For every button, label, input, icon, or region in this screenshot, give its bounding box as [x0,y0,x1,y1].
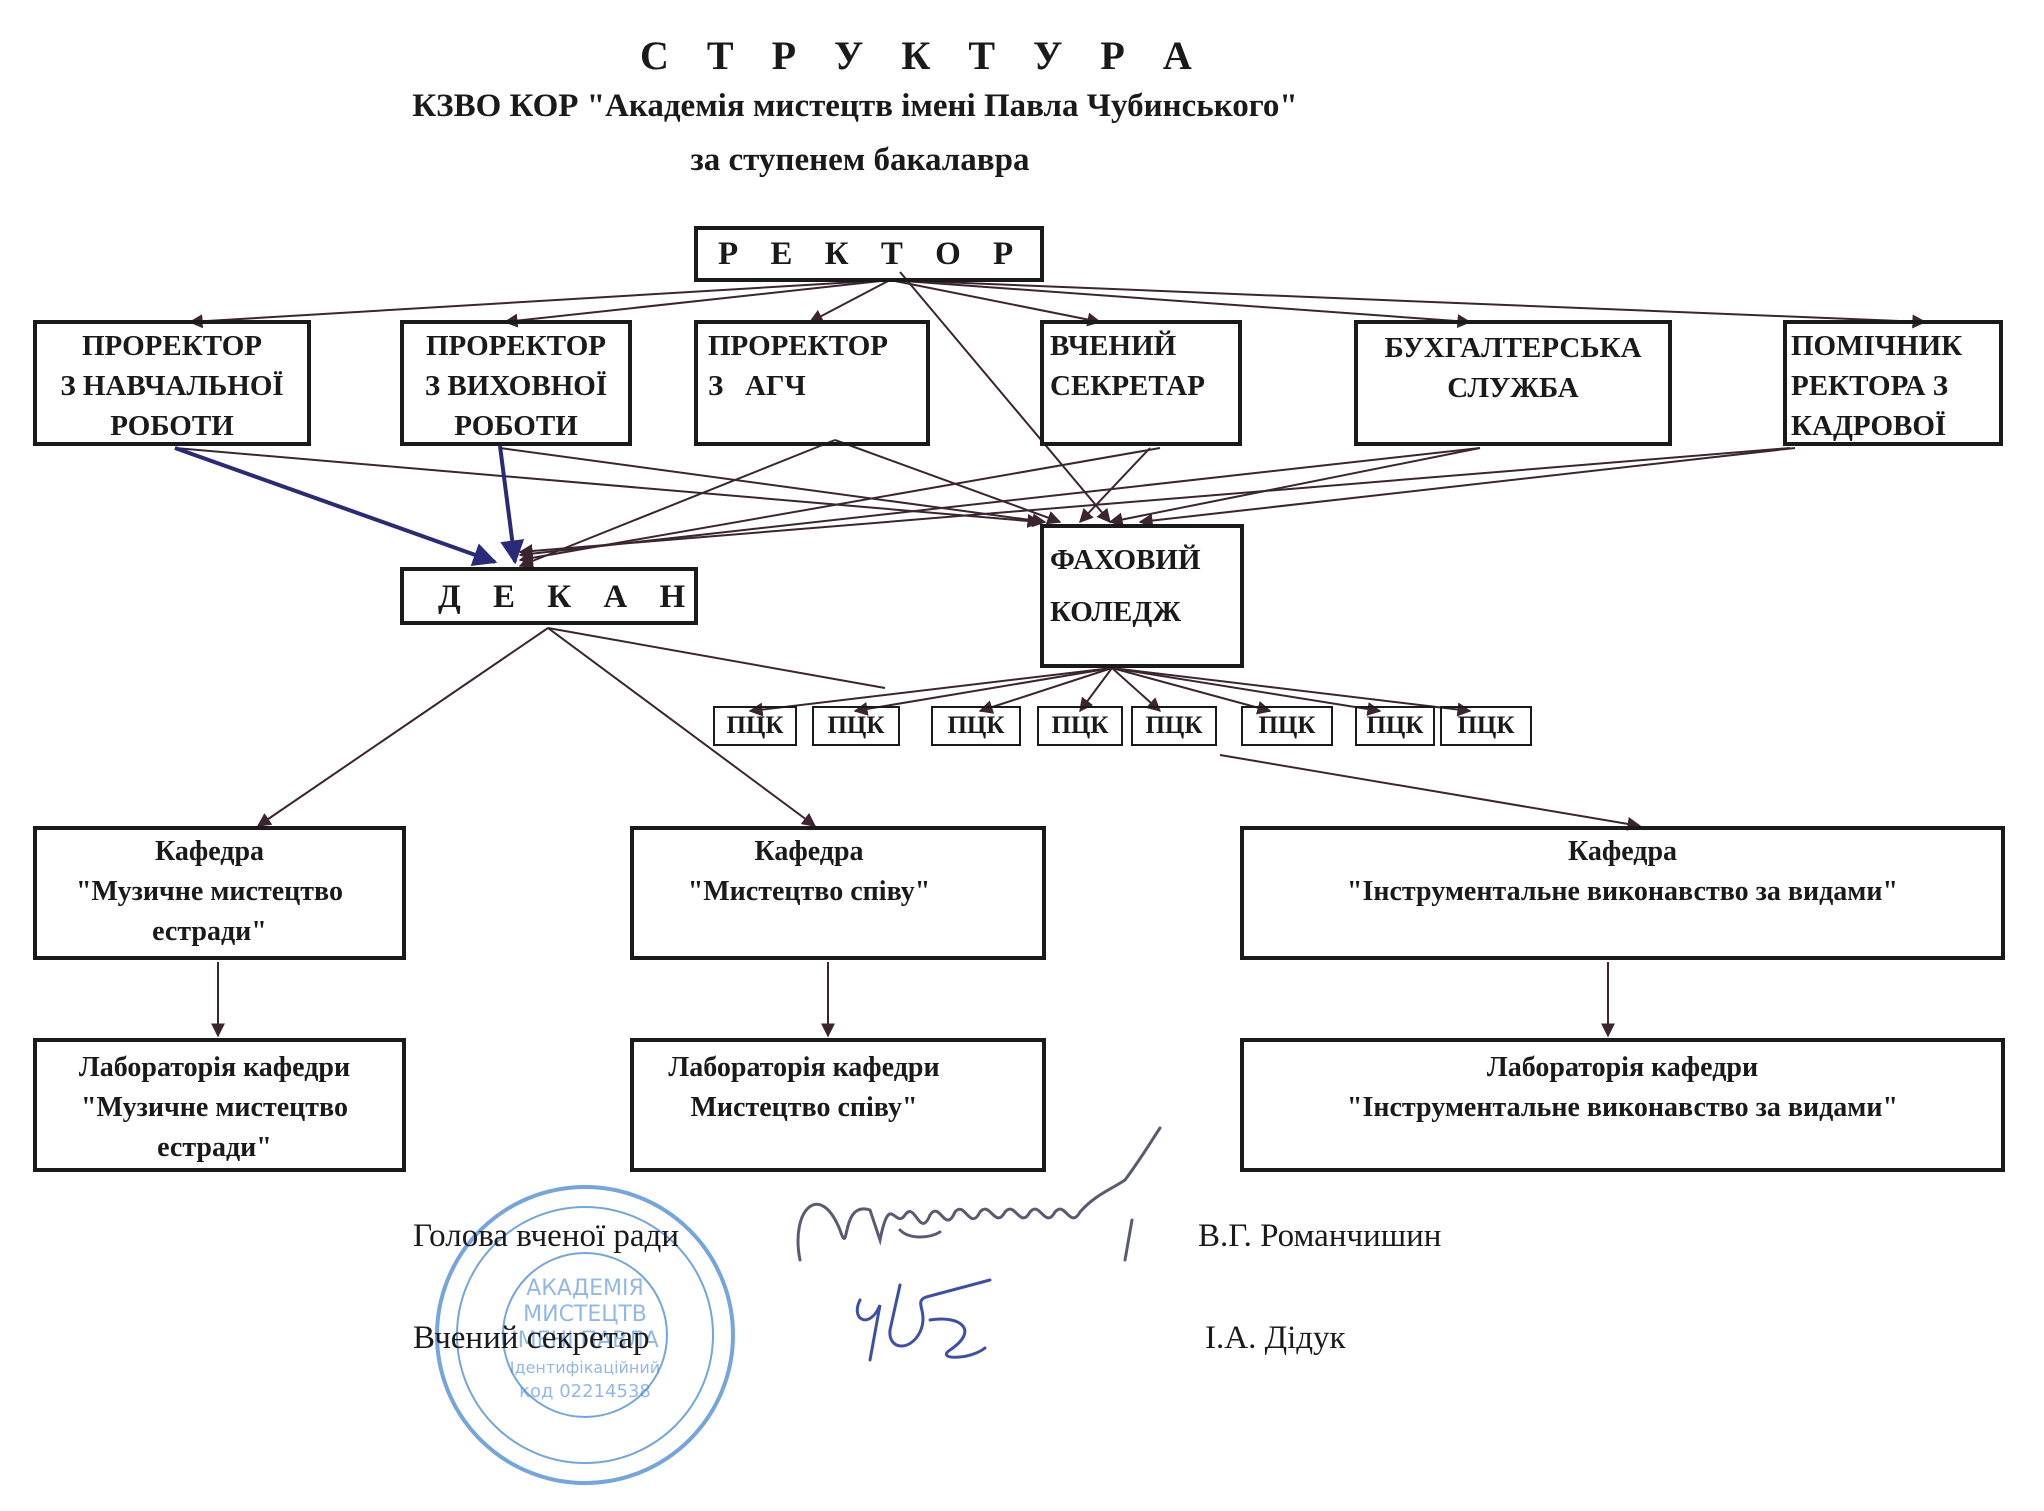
pck-box: ПЦК [1440,706,1532,746]
secretary-label: Вчений секретар [413,1320,650,1356]
dept-singing-node: Кафедра "Мистецтво співу" [630,826,1046,960]
pck-box: ПЦК [1355,706,1435,746]
chair-signature [796,1126,1162,1262]
lab-instrumental-node: Лабораторія кафедри "Інструментальне вик… [1240,1038,2005,1172]
pck-box: ПЦК [1037,706,1123,746]
lab-pop-music-label: Лабораторія кафедри "Музичне мистецтво е… [78,1052,351,1163]
accounting-label: БУХГАЛТЕРСЬКА СЛУЖБА [1384,332,1642,404]
lab-singing-label: Лабораторія кафедри Мистецтво співу" [668,1052,940,1123]
prorector-educational-node: ПРОРЕКТОР З НАВЧАЛЬНОЇ РОБОТИ [33,320,311,446]
prorector-agch-node: ПРОРЕКТОР З АГЧ [694,320,930,446]
lab-instrumental-label: Лабораторія кафедри "Інструментальне вик… [1346,1052,1899,1123]
scientific-secretary-label: ВЧЕНИЙ СЕКРЕТАР [1050,330,1205,402]
prorector-upbringing-label: ПРОРЕКТОР З ВИХОВНОЇ РОБОТИ [424,330,608,442]
accounting-node: БУХГАЛТЕРСЬКА СЛУЖБА [1354,320,1672,446]
diagram-subtitle: КЗВО КОР "Академія мистецтв імені Павла … [412,88,1298,124]
svg-text:код 02214538: код 02214538 [519,1381,651,1402]
hr-assistant-node: ПОМІЧНИК РЕКТОРА З КАДРОВОЇ [1783,320,2003,446]
chair-label: Голова вченої ради [413,1218,679,1254]
college-label: ФАХОВИЙ КОЛЕДЖ [1050,544,1201,628]
prorector-educational-label: ПРОРЕКТОР З НАВЧАЛЬНОЇ РОБОТИ [60,330,284,442]
svg-text:АКАДЕМІЯ: АКАДЕМІЯ [526,1276,644,1301]
prorector-upbringing-node: ПРОРЕКТОР З ВИХОВНОЇ РОБОТИ [400,320,632,446]
pck-box: ПЦК [931,706,1021,746]
chair-name: В.Г. Романчишин [1198,1218,1442,1254]
scientific-secretary-node: ВЧЕНИЙ СЕКРЕТАР [1040,320,1242,446]
dept-pop-music-label: Кафедра "Музичне мистецтво естради" [76,836,343,947]
prorector-agch-label: ПРОРЕКТОР З АГЧ [708,330,888,402]
dean-node: Д Е К А Н [400,567,698,625]
pck-box: ПЦК [1241,706,1333,746]
secretary-name: І.А. Дідук [1205,1320,1346,1356]
rector-node: Р Е К Т О Р [694,226,1044,282]
pck-box: ПЦК [713,706,797,746]
college-node: ФАХОВИЙ КОЛЕДЖ [1040,524,1244,668]
lab-pop-music-node: Лабораторія кафедри "Музичне мистецтво е… [33,1038,406,1172]
diagram-level: за ступенем бакалавра [690,142,1030,178]
dept-pop-music-node: Кафедра "Музичне мистецтво естради" [33,826,406,960]
svg-text:МИСТЕЦТВ: МИСТЕЦТВ [523,1302,647,1327]
dept-instrumental-label: Кафедра "Інструментальне виконавство за … [1346,836,1899,907]
secretary-signature [855,1278,992,1362]
dept-singing-label: Кафедра "Мистецтво співу" [687,836,931,907]
pck-box: ПЦК [812,706,900,746]
pck-box: ПЦК [1131,706,1217,746]
dean-label: Д Е К А Н [438,579,698,615]
svg-text:ІМЕНІ ПАВЛА: ІМЕНІ ПАВЛА [511,1328,659,1353]
rector-label: Р Е К Т О Р [718,236,1026,272]
official-stamp: АКАДЕМІЯ МИСТЕЦТВ ІМЕНІ ПАВЛА Ідентифіка… [435,1185,735,1485]
hr-assistant-label: ПОМІЧНИК РЕКТОРА З КАДРОВОЇ [1791,330,1963,442]
dept-instrumental-node: Кафедра "Інструментальне виконавство за … [1240,826,2005,960]
lab-singing-node: Лабораторія кафедри Мистецтво співу" [630,1038,1046,1172]
svg-text:Ідентифікаційний: Ідентифікаційний [510,1358,660,1377]
